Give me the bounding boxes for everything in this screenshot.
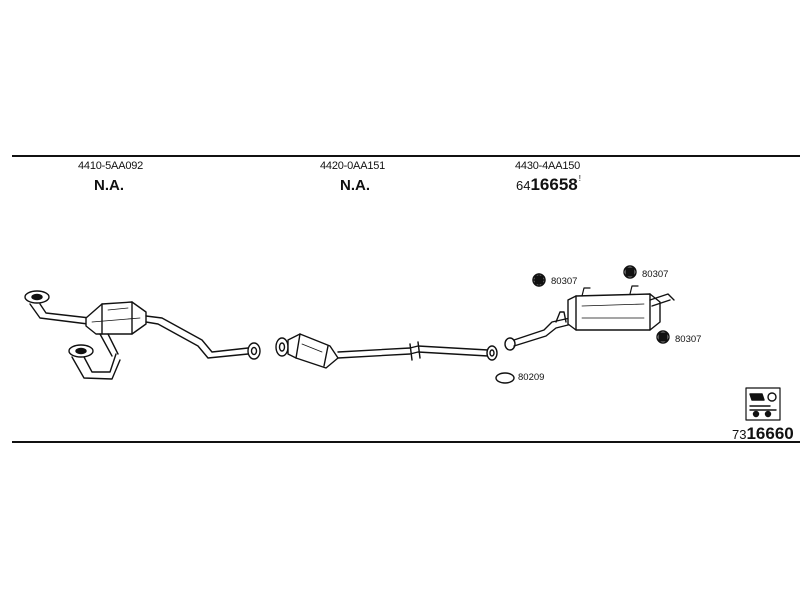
rubber-hanger-icon-right xyxy=(656,330,670,344)
rear-silencer-assembly xyxy=(504,285,675,351)
hanger-label-right: 80307 xyxy=(675,334,702,345)
front-pipe-outlet-flange xyxy=(247,342,261,360)
section-1-status: N.A. xyxy=(94,177,124,194)
catalytic-converter-assembly xyxy=(275,333,498,369)
part-prefix: 64 xyxy=(516,178,531,193)
front-pipe-assembly xyxy=(24,290,261,380)
section-3-code: 4430-4AA150 xyxy=(515,160,581,172)
rubber-hanger-icon-top-right xyxy=(623,265,637,279)
gasket xyxy=(495,372,515,384)
bottom-rule xyxy=(12,441,800,443)
front-pipe-flange-upper xyxy=(24,290,50,304)
rear-silencer-body xyxy=(567,293,661,331)
hanger-label-top-left: 80307 xyxy=(551,276,578,287)
mounting-kit-icon xyxy=(745,387,781,421)
section-2-code: 4420-0AA151 xyxy=(320,160,386,172)
front-pipe-flange-lower xyxy=(68,344,94,358)
hanger-label-top-right: 80307 xyxy=(642,269,669,280)
section-3-part-number: 6416658! xyxy=(516,174,581,195)
kit-prefix: 73 xyxy=(732,427,747,442)
kit-main: 16660 xyxy=(746,424,794,443)
rubber-hanger-icon-top-left xyxy=(532,273,546,287)
kit-number: 7316660 xyxy=(732,424,794,444)
intermediate-pipe-outlet-flange xyxy=(486,345,498,361)
part-mark: ! xyxy=(578,174,581,183)
pre-silencer-body xyxy=(85,301,147,335)
gasket-label: 80209 xyxy=(518,372,545,383)
section-1-code: 4410-5AA092 xyxy=(78,160,144,172)
catalytic-converter-body xyxy=(287,333,339,369)
rear-silencer-inlet-flange xyxy=(504,337,516,351)
section-2-status: N.A. xyxy=(340,177,370,194)
top-rule xyxy=(12,155,800,157)
part-main: 16658 xyxy=(530,175,578,194)
catalyst-inlet-flange xyxy=(275,337,289,357)
